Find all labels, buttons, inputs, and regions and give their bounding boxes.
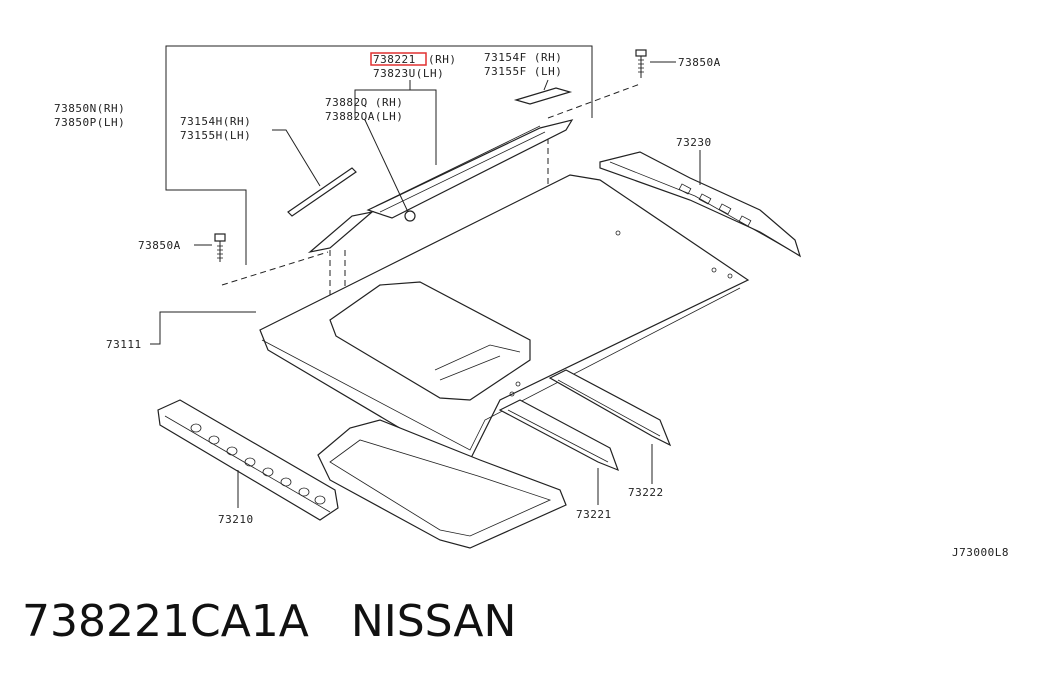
front-header-73230[interactable] bbox=[599, 151, 802, 258]
dashed-leader-left-bolt bbox=[221, 251, 329, 286]
highlight-box-738221 bbox=[370, 52, 427, 66]
bolt-73850a-top[interactable] bbox=[635, 49, 647, 78]
roof-rail-lower[interactable] bbox=[307, 210, 375, 254]
dashed-leader-top-bolt bbox=[547, 83, 641, 119]
label-73850a-top[interactable]: 73850A bbox=[678, 56, 721, 69]
label-73230[interactable]: 73230 bbox=[676, 136, 712, 149]
roof-bow-73221[interactable] bbox=[498, 399, 620, 472]
label-73154h[interactable]: 73154H(RH) bbox=[180, 115, 251, 128]
sunroof-frame[interactable] bbox=[317, 419, 567, 549]
label-738221-side: (RH) bbox=[428, 53, 457, 66]
rear-header-73210[interactable] bbox=[157, 399, 339, 521]
label-73882q[interactable]: 73882Q (RH) bbox=[325, 96, 403, 109]
roof-bow-73222[interactable] bbox=[548, 369, 672, 447]
leader-73882q bbox=[354, 89, 437, 165]
roof-panel-73111[interactable] bbox=[259, 174, 750, 461]
label-73222[interactable]: 73222 bbox=[628, 486, 664, 499]
molding-73154h[interactable] bbox=[287, 167, 357, 217]
label-738221[interactable]: 738221 bbox=[373, 53, 416, 66]
label-73154f[interactable]: 73154F (RH) bbox=[484, 51, 562, 64]
clip-73882q[interactable] bbox=[404, 210, 416, 222]
label-73155f[interactable]: 73155F (LH) bbox=[484, 65, 562, 78]
label-73882qa[interactable]: 73882QA(LH) bbox=[325, 110, 403, 123]
label-73210[interactable]: 73210 bbox=[218, 513, 254, 526]
leader-73154h bbox=[272, 129, 321, 187]
leader-73154f bbox=[543, 79, 549, 91]
label-73111[interactable]: 73111 bbox=[106, 338, 142, 351]
caption-part-number: 738221CA1A bbox=[22, 596, 309, 647]
leader-73111 bbox=[150, 311, 256, 345]
label-73823u[interactable]: 73823U(LH) bbox=[373, 67, 444, 80]
bolt-73850a-left[interactable] bbox=[214, 233, 226, 262]
leader-73882q-clip bbox=[364, 119, 409, 213]
label-73155h[interactable]: 73155H(LH) bbox=[180, 129, 251, 142]
caption-brand: NISSAN bbox=[350, 596, 517, 647]
cover-73154f[interactable] bbox=[513, 87, 573, 105]
label-73850p[interactable]: 73850P(LH) bbox=[54, 116, 125, 129]
part-caption: 738221CA1A NISSAN bbox=[22, 596, 516, 647]
label-73850a-left[interactable]: 73850A bbox=[138, 239, 181, 252]
diagram-code: J73000L8 bbox=[952, 546, 1009, 559]
label-73221[interactable]: 73221 bbox=[576, 508, 612, 521]
roof-rail-73882q-detail bbox=[375, 125, 546, 213]
label-73850n[interactable]: 73850N(RH) bbox=[54, 102, 125, 115]
callout-box bbox=[165, 45, 593, 265]
